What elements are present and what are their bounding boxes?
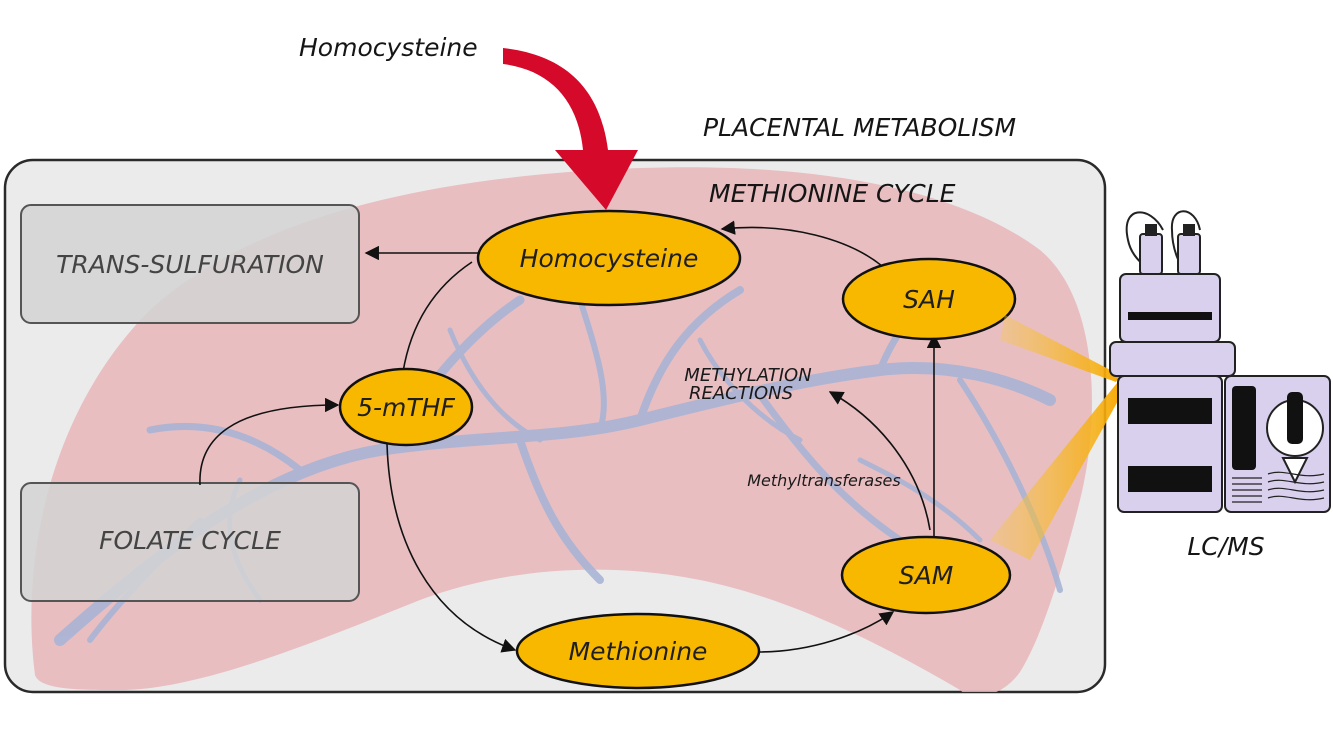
arrow-5mthf-to-methionine bbox=[386, 443, 517, 653]
placental-metabolism-title: PLACENTAL METABOLISM bbox=[703, 113, 1016, 142]
node-5mthf: 5-mTHF bbox=[338, 367, 474, 447]
node-sam-label: SAM bbox=[899, 561, 954, 590]
arrow-folate-to-5mthf bbox=[199, 397, 340, 486]
arrow-to-methylation-reactions bbox=[828, 391, 931, 531]
homocysteine-influx-arrow bbox=[503, 48, 638, 210]
lc-ms-instrument-icon bbox=[1109, 210, 1331, 513]
methylation-reactions-line2: REACTIONS bbox=[689, 383, 793, 404]
folate-cycle-label: FOLATE CYCLE bbox=[99, 526, 281, 555]
node-sam: SAM bbox=[840, 535, 1012, 615]
sah-sampling-beam bbox=[1000, 315, 1120, 382]
transsulfuration-box: TRANS-SULFURATION bbox=[20, 204, 360, 324]
lc-ms-label: LC/MS bbox=[1187, 532, 1264, 561]
node-sah-label: SAH bbox=[903, 285, 955, 314]
sam-sampling-beam bbox=[990, 383, 1124, 560]
external-homocysteine-label: Homocysteine bbox=[299, 33, 478, 62]
node-homocysteine-label: Homocysteine bbox=[520, 244, 699, 273]
node-sah: SAH bbox=[841, 257, 1017, 341]
node-homocysteine: Homocysteine bbox=[476, 209, 742, 307]
methyltransferases-label: Methyltransferases bbox=[747, 471, 900, 490]
methylation-reactions-line1: METHYLATION bbox=[684, 365, 811, 386]
arrow-sah-to-homocysteine bbox=[720, 220, 883, 267]
node-methionine: Methionine bbox=[515, 612, 761, 690]
arrow-methionine-to-sam bbox=[757, 611, 895, 653]
node-methionine-label: Methionine bbox=[569, 637, 708, 666]
transsulfuration-label: TRANS-SULFURATION bbox=[56, 250, 324, 279]
folate-cycle-box: FOLATE CYCLE bbox=[20, 482, 360, 602]
arrow-homocysteine-to-5mthf bbox=[402, 261, 473, 373]
methionine-cycle-title: METHIONINE CYCLE bbox=[709, 179, 956, 208]
node-5mthf-label: 5-mTHF bbox=[357, 393, 455, 422]
